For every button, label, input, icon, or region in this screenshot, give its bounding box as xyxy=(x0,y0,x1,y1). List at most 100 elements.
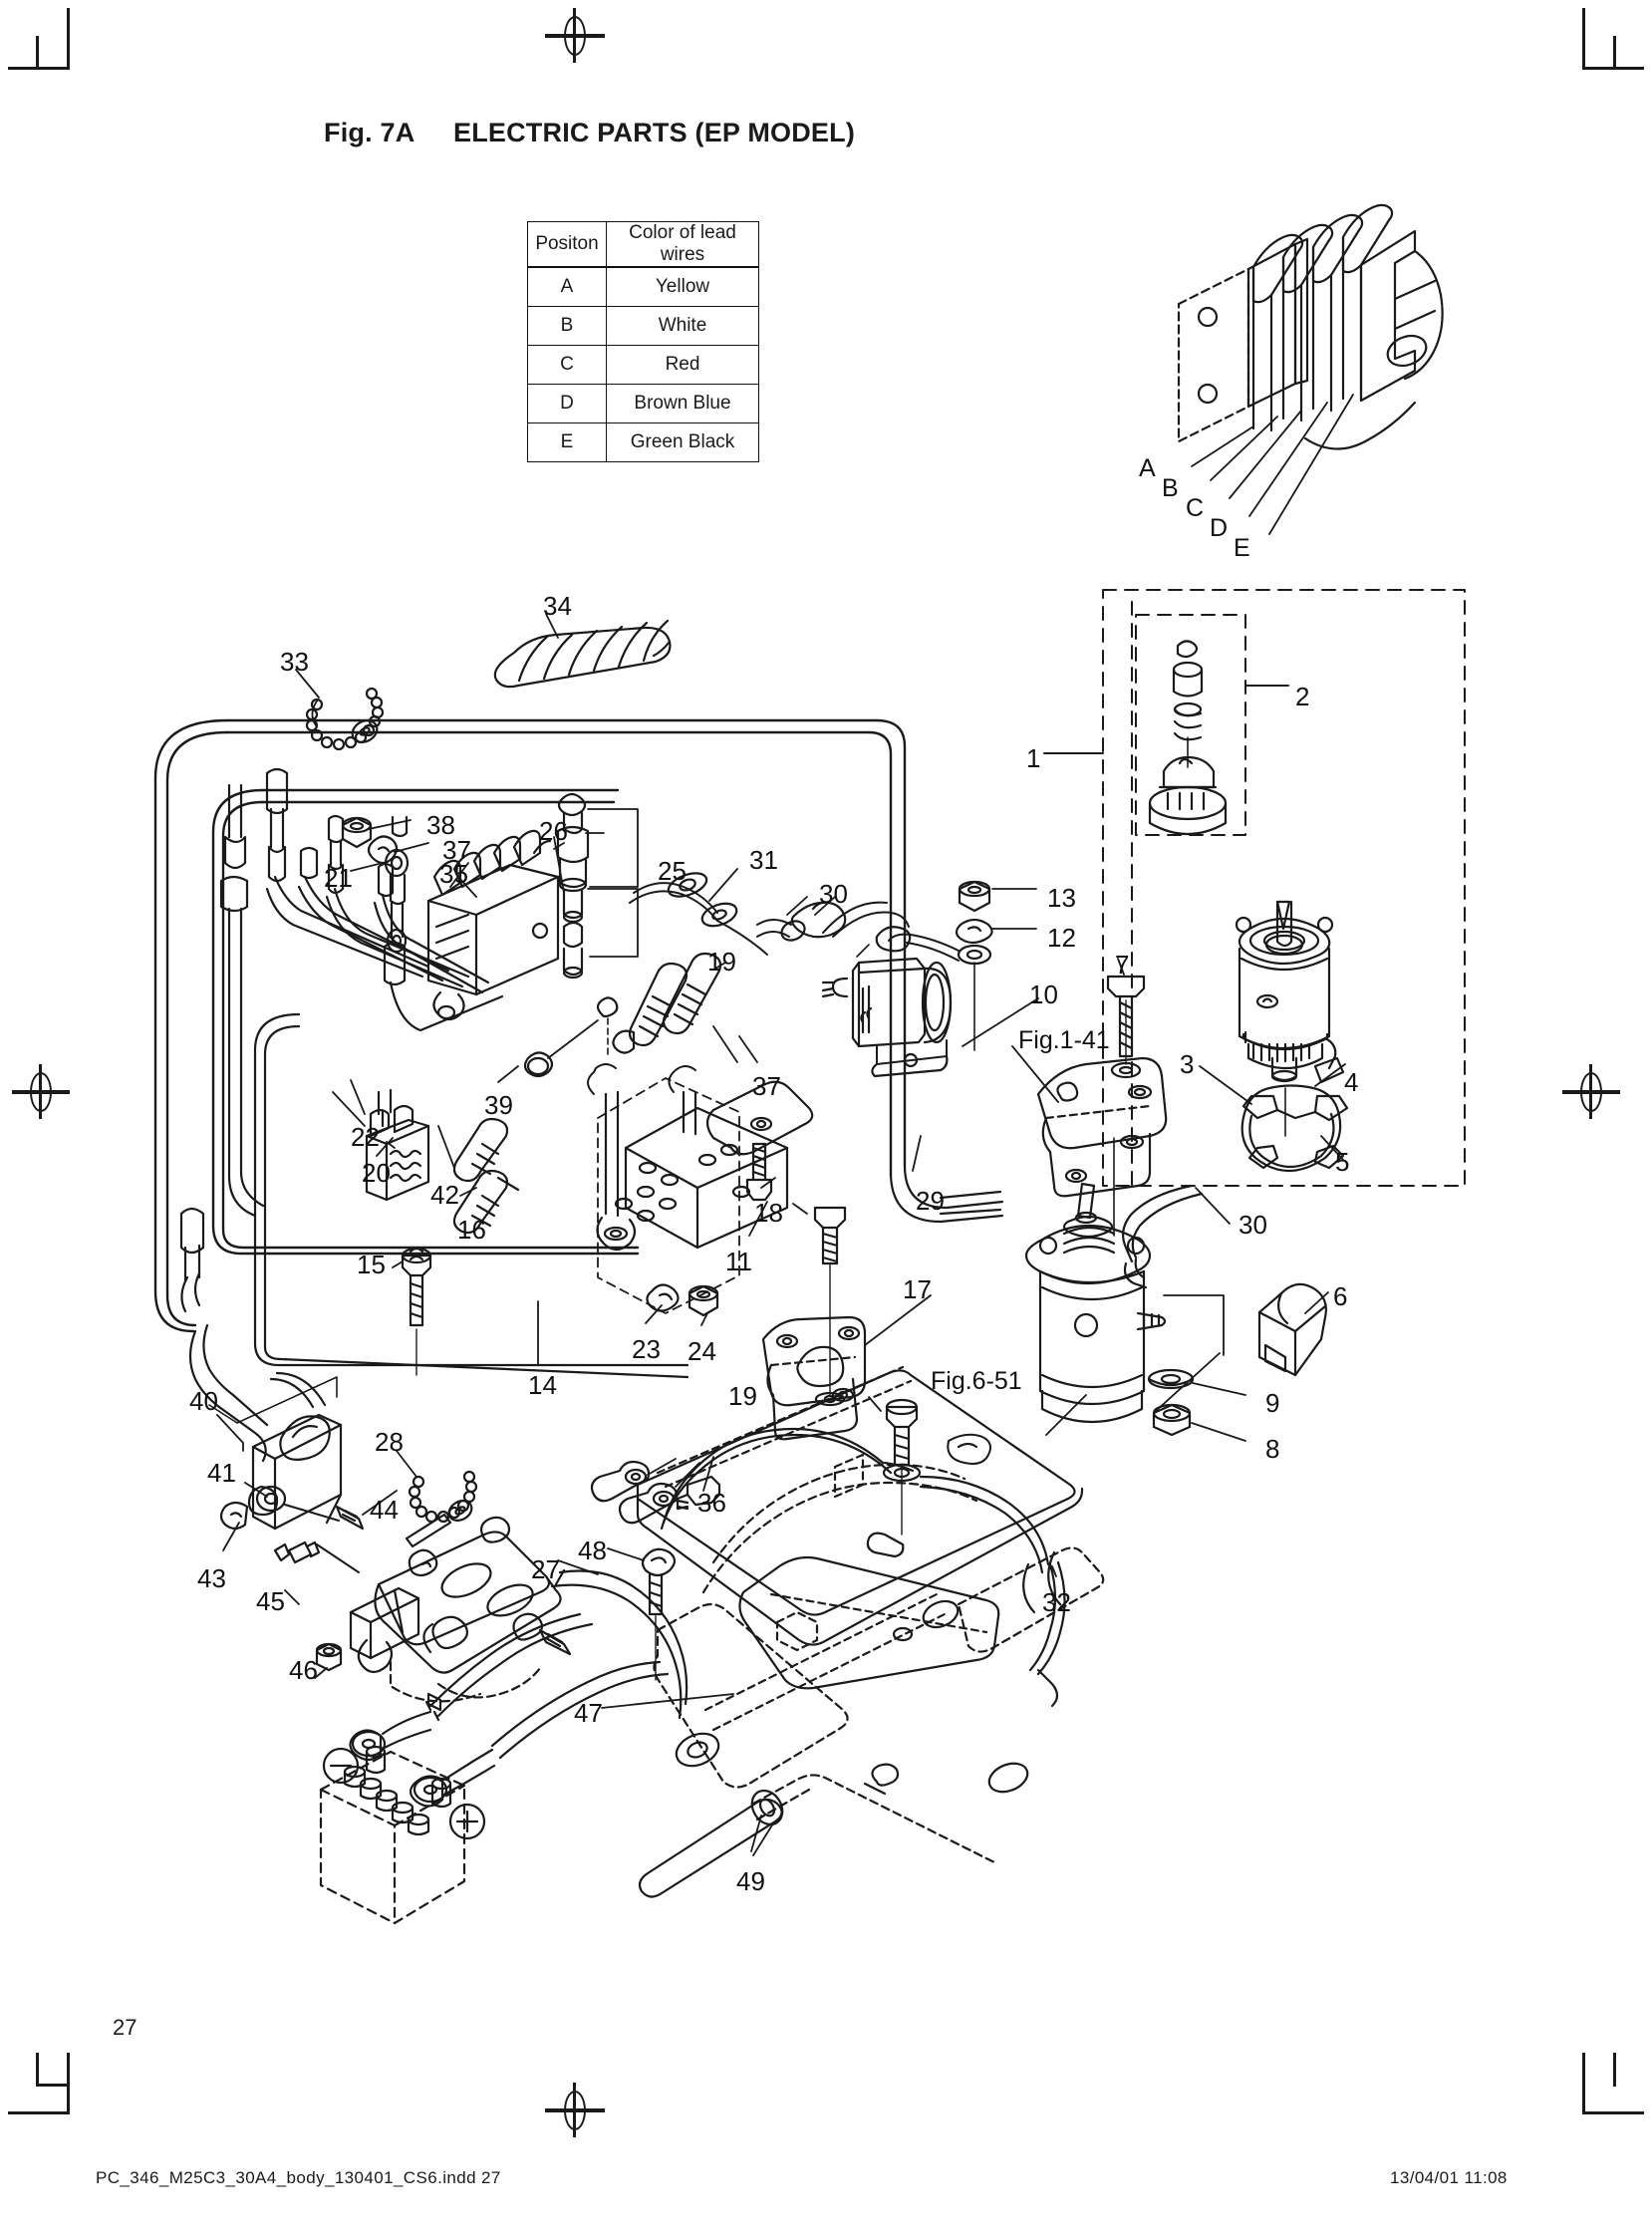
callout-number-17: 17 xyxy=(903,1274,932,1304)
callout-number-45: 45 xyxy=(256,1586,285,1616)
battery-cables xyxy=(426,1614,668,1758)
cell-color: Green Black xyxy=(606,422,759,462)
cable-item29 xyxy=(891,1166,1002,1222)
callout-number-42: 42 xyxy=(430,1180,459,1210)
solenoid-exploded-parts xyxy=(1150,641,1226,834)
crop-mark-tl-inner-h xyxy=(36,67,70,70)
crop-mark-tr-v xyxy=(1582,8,1585,70)
callout-number-19: 19 xyxy=(707,947,736,977)
footer-filename: PC_346_M25C3_30A4_body_130401_CS6.indd 2… xyxy=(96,2168,501,2187)
callout-number-13: 13 xyxy=(1047,883,1076,913)
callout-number-14: 14 xyxy=(528,1370,557,1400)
callout-number-35: 35 xyxy=(439,859,468,889)
table-row: D Brown Blue xyxy=(527,384,759,423)
callout-number-49: 49 xyxy=(736,1866,765,1896)
crop-mark-tl-v xyxy=(67,8,70,70)
long-bolt-item18 xyxy=(793,1204,845,1405)
registration-mark-left xyxy=(12,1064,70,1119)
table-row: C Red xyxy=(527,345,759,385)
callout-number-12: 12 xyxy=(1047,923,1076,953)
cell-color: Red xyxy=(606,345,759,385)
callout-number-44: 44 xyxy=(370,1495,399,1525)
callout-number-11: 11 xyxy=(725,1247,752,1276)
battery-illustration xyxy=(321,1712,494,1923)
callout-number-40: 40 xyxy=(189,1386,218,1416)
callout-number-3: 3 xyxy=(1180,1049,1195,1079)
column-header-position: Positon xyxy=(527,221,607,268)
callout-number-18: 18 xyxy=(754,1198,783,1228)
lead-wire-color-table: Positon Color of lead wires A Yellow B W… xyxy=(527,221,759,462)
callout-number-24: 24 xyxy=(688,1336,716,1366)
callout-number-38: 38 xyxy=(426,810,455,840)
retainer-clip-33 xyxy=(296,670,383,749)
callout-number-30: 30 xyxy=(819,879,848,909)
callout-number-33: 33 xyxy=(280,647,309,677)
crop-mark-br-h xyxy=(1582,2111,1644,2114)
inner-harness-loop xyxy=(255,1014,688,1377)
cdi-terminal-label-b: B xyxy=(1162,474,1179,502)
cell-position: C xyxy=(527,345,607,385)
ground-cable-32 xyxy=(662,1429,1065,1706)
cdi-terminal-label-d: D xyxy=(1210,514,1229,542)
fasteners-12-13 xyxy=(877,882,1036,1050)
callout-number-22: 22 xyxy=(351,1122,380,1152)
main-starter-motor xyxy=(1026,1184,1224,1422)
callout-number-7: 7 xyxy=(1115,950,1130,980)
cell-position: D xyxy=(527,384,607,423)
spiral-wire-tube-34 xyxy=(495,614,671,687)
carburetor-illustration xyxy=(351,1515,570,1710)
callout-number-28: 28 xyxy=(375,1427,404,1457)
wire-harness-outline xyxy=(155,720,905,1331)
callout-number-20: 20 xyxy=(362,1158,391,1188)
crop-mark-tl-inner-v xyxy=(36,36,39,70)
fasteners-21-37-38 xyxy=(343,818,428,952)
callout-number-1: 1 xyxy=(1026,743,1041,773)
left-descending-harness xyxy=(181,1209,267,1461)
starter-assembly-dashed-boxes xyxy=(1103,590,1465,1186)
callout-number-19: 19 xyxy=(728,1381,757,1411)
bolt-item48 xyxy=(608,1548,675,1680)
column-header-color: Color of lead wires xyxy=(606,221,759,268)
callout-number-32: 32 xyxy=(1042,1587,1071,1617)
callout-number-6: 6 xyxy=(1333,1281,1348,1311)
cdi-unit-illustration xyxy=(1179,205,1443,534)
callout-number-41: 41 xyxy=(207,1458,236,1488)
washer-and-nut-8-9 xyxy=(1149,1370,1245,1441)
cdi-terminal-label-a: A xyxy=(1139,454,1156,482)
table-row: B White xyxy=(527,306,759,346)
crop-mark-bl-inner-v xyxy=(36,2053,39,2087)
callout-number-37: 37 xyxy=(442,835,471,865)
cross-reference-fig6-51: Fig.6-51 xyxy=(931,1367,1022,1395)
callout-number-47: 47 xyxy=(574,1698,603,1728)
callout-number-9: 9 xyxy=(1265,1388,1280,1418)
registration-mark-top xyxy=(545,8,605,63)
callout-number-26: 26 xyxy=(539,816,568,846)
callout-number-34: 34 xyxy=(543,591,572,621)
callout-number-2: 2 xyxy=(1295,682,1310,711)
cell-color: White xyxy=(606,306,759,346)
figure-title: ELECTRIC PARTS (EP MODEL) xyxy=(453,118,856,147)
callout-number-30: 30 xyxy=(1239,1210,1267,1240)
cell-color: Brown Blue xyxy=(606,384,759,423)
terminal-cover-item6 xyxy=(1259,1284,1328,1375)
mounting-plate-assembly xyxy=(588,1064,812,1325)
callout-number-29: 29 xyxy=(916,1186,945,1216)
callout-number-10: 10 xyxy=(1029,980,1058,1009)
page-number: 27 xyxy=(113,2015,138,2040)
crop-mark-tr-inner-v xyxy=(1613,36,1616,70)
crop-mark-br-v xyxy=(1582,2053,1585,2114)
cell-position: A xyxy=(527,266,607,307)
starter-motor-illustration xyxy=(1200,902,1347,1171)
bolt-fig6-51 xyxy=(868,1397,920,1556)
callout-number-46: 46 xyxy=(289,1655,318,1685)
callout-number-8: 8 xyxy=(1265,1434,1280,1464)
table-header-row: Positon Color of lead wires xyxy=(527,221,759,268)
crop-mark-bl-inner-h xyxy=(36,2084,70,2087)
callout-number-39: 39 xyxy=(484,1090,513,1120)
callout-number-31: 31 xyxy=(749,845,778,875)
lower-cowl-illustration xyxy=(638,1367,1103,1863)
callout-number-27: 27 xyxy=(531,1554,560,1584)
cable-item27 xyxy=(552,1570,687,1718)
